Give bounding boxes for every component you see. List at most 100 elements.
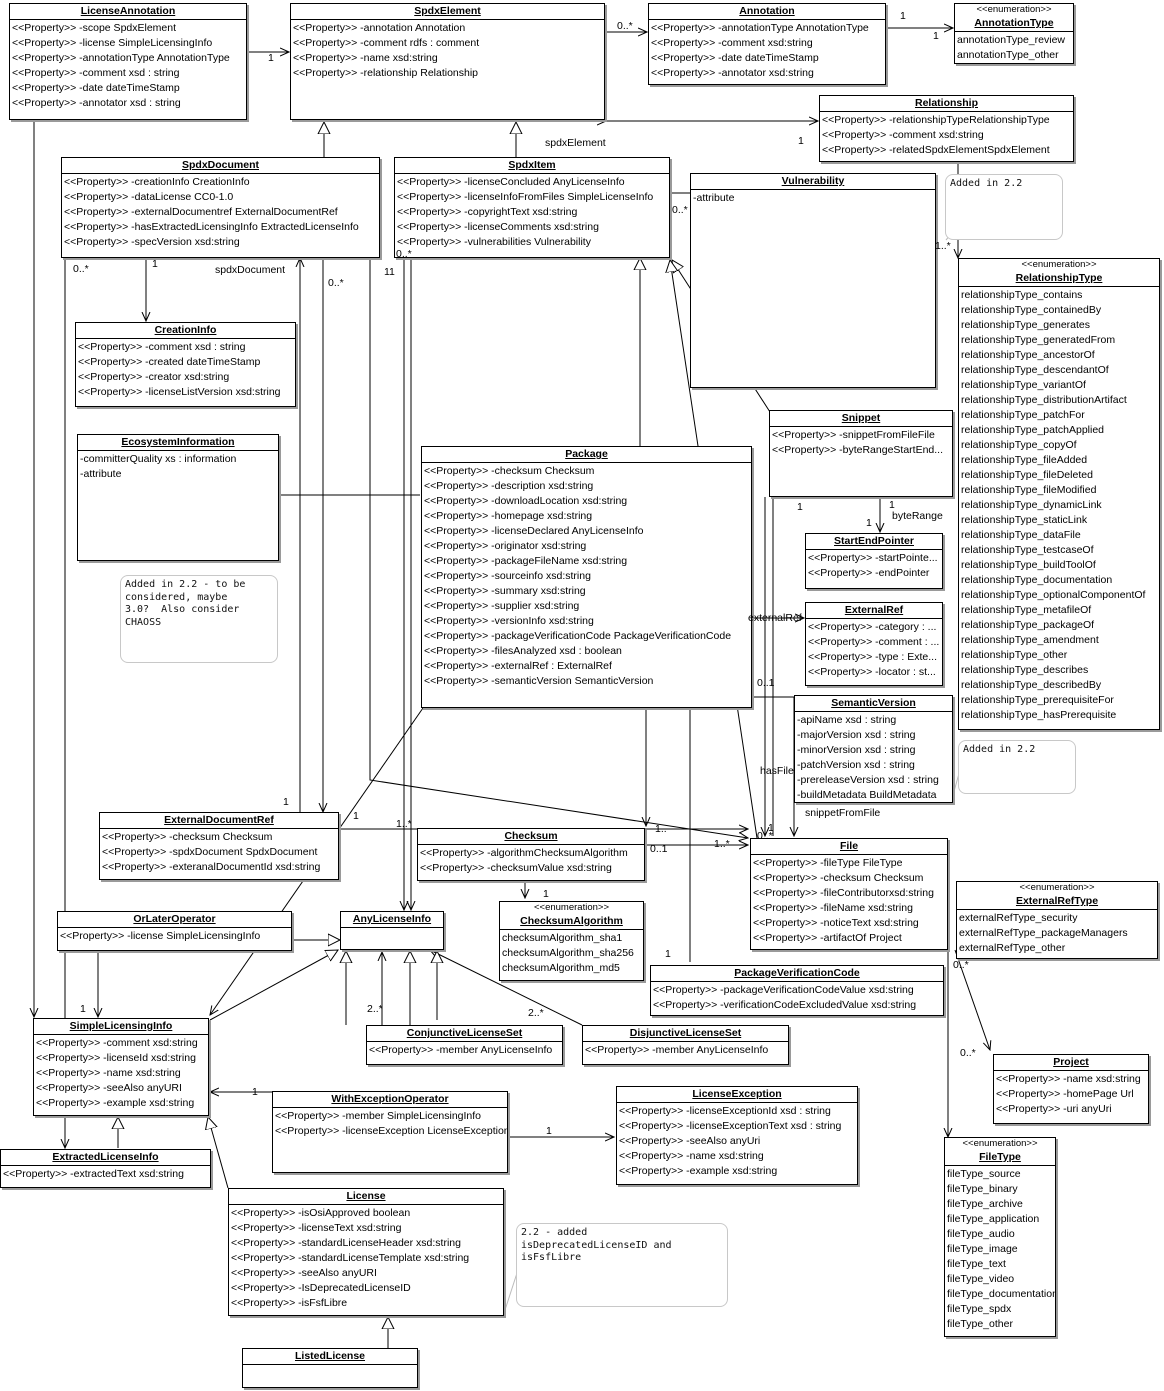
class-attribute: <<Property>> -licenseException LicenseEx… (275, 1125, 508, 1137)
class-external-document-ref[interactable]: ExternalDocumentRef <<Property>> -checks… (99, 812, 339, 880)
class-attribute: -committerQuality xs : information (80, 453, 237, 465)
class-name: SpdxElement (414, 5, 481, 17)
class-checksum-algorithm[interactable]: <<enumeration>>ChecksumAlgorithm checksu… (499, 901, 644, 981)
class-package[interactable]: Package <<Property>> -checksum Checksum<… (421, 446, 752, 708)
class-with-exception-operator[interactable]: WithExceptionOperator <<Property>> -memb… (272, 1091, 508, 1173)
class-checksum[interactable]: Checksum <<Property>> -algorithmChecksum… (417, 828, 645, 881)
class-snippet[interactable]: Snippet <<Property>> -snippetFromFileFil… (769, 410, 953, 497)
note-ecosystem-added: Added in 2.2 - to be considered, maybe 3… (120, 575, 278, 663)
class-attribute: <<Property>> -creationInfo CreationInfo (64, 176, 250, 188)
class-name: Vulnerability (781, 175, 845, 187)
class-vulnerability[interactable]: Vulnerability -attribute (690, 173, 936, 388)
class-name: ChecksumAlgorithm (520, 915, 623, 927)
role-label: spdxElement (545, 137, 606, 149)
class-attribute: <<Property>> -dataLicense CC0-1.0 (64, 191, 234, 203)
multiplicity-label: 1..* (714, 838, 730, 850)
class-creation-info[interactable]: CreationInfo <<Property>> -comment xsd :… (75, 322, 296, 407)
class-spdx-element[interactable]: SpdxElement <<Property>> -annotation Ann… (290, 3, 605, 120)
class-attribute: relationshipType_optionalComponentOf (961, 589, 1146, 601)
class-attribute: <<Property>> -exteranalDocumentId xsd:st… (102, 861, 321, 873)
class-package-verification-code[interactable]: PackageVerificationCode <<Property>> -pa… (650, 965, 944, 1016)
class-attribute: relationshipType_descendantOf (961, 364, 1109, 376)
class-extracted-license-info[interactable]: ExtractedLicenseInfo <<Property>> -extra… (0, 1149, 211, 1188)
class-attribute: -attribute (80, 468, 122, 480)
class-attribute: relationshipType_buildToolOf (961, 559, 1096, 571)
class-semantic-version[interactable]: SemanticVersion -apiName xsd : string-ma… (794, 695, 953, 803)
class-start-end-pointer[interactable]: StartEndPointer <<Property>> -startPoint… (805, 533, 943, 589)
class-attribute: fileType_spdx (947, 1303, 1012, 1315)
class-attribute: relationshipType_describes (961, 664, 1089, 676)
class-attribute: fileType_application (947, 1213, 1040, 1225)
class-attribute: <<Property>> -licenseText xsd:string (231, 1222, 402, 1234)
stereotype: <<enumeration>> (533, 902, 609, 913)
class-attribute: <<Property>> -member AnyLicenseInfo (585, 1044, 769, 1056)
class-attribute: -majorVersion xsd : string (797, 729, 916, 741)
class-attribute: fileType_text (947, 1258, 1006, 1270)
class-attribute: <<Property>> -name xsd:string (619, 1150, 764, 1162)
class-attribute: relationshipType_generatedFrom (961, 334, 1116, 346)
class-attribute: <<Property>> -description xsd:string (424, 480, 594, 492)
class-file[interactable]: File <<Property>> -fileType FileType<<Pr… (750, 838, 948, 950)
class-attribute: fileType_video (947, 1273, 1015, 1285)
class-name: ExternalDocumentRef (164, 814, 274, 826)
class-name: Snippet (841, 412, 881, 424)
class-attribute: fileType_image (947, 1243, 1018, 1255)
class-name: StartEndPointer (834, 535, 914, 547)
class-attribute: relationshipType_hasPrerequisite (961, 709, 1117, 721)
class-name: LicenseAnnotation (80, 5, 176, 17)
class-annotation[interactable]: Annotation <<Property>> -annotationType … (648, 3, 886, 85)
multiplicity-label: 1 (353, 810, 359, 822)
class-attribute: fileType_source (947, 1168, 1021, 1180)
class-external-ref[interactable]: ExternalRef <<Property>> -category : ...… (805, 602, 943, 686)
class-relationship[interactable]: Relationship <<Property>> -relationshipT… (819, 95, 1074, 162)
class-name: LicenseException (692, 1088, 782, 1100)
class-name: EcosystemInformation (121, 436, 235, 448)
class-attribute: <<Property>> -standardLicenseHeader xsd:… (231, 1237, 461, 1249)
multiplicity-label: 1 (665, 948, 671, 960)
class-name: ConjunctiveLicenseSet (406, 1027, 523, 1039)
multiplicity-label: 2..* (528, 1007, 544, 1019)
class-relationship-type[interactable]: <<enumeration>>RelationshipType relation… (958, 258, 1160, 730)
multiplicity-label: 1 (889, 499, 895, 511)
stereotype: <<enumeration>> (962, 1138, 1038, 1149)
class-attribute: <<Property>> -fileContributorxsd:string (753, 887, 934, 899)
class-name: SpdxItem (508, 159, 556, 171)
class-attribute: <<Property>> -type : Exte... (808, 651, 937, 663)
class-attribute: <<Property>> -comment rdfs : comment (293, 37, 480, 49)
class-or-later-operator[interactable]: OrLaterOperator <<Property>> -license Si… (57, 911, 292, 951)
class-ecosystem-information[interactable]: EcosystemInformation -committerQuality x… (77, 434, 279, 561)
class-external-ref-type[interactable]: <<enumeration>>ExternalRefType externalR… (956, 881, 1158, 959)
class-attribute: <<Property>> -endPointer (808, 567, 930, 579)
class-simple-licensing-info[interactable]: SimpleLicensingInfo <<Property>> -commen… (33, 1018, 209, 1116)
class-listed-license[interactable]: ListedLicense (242, 1348, 418, 1388)
class-spdx-item[interactable]: SpdxItem <<Property>> -licenseConcluded … (394, 157, 670, 258)
class-conjunctive-license-set[interactable]: ConjunctiveLicenseSet <<Property>> -memb… (366, 1025, 563, 1065)
class-attribute: <<Property>> -created dateTimeStamp (78, 356, 261, 368)
class-any-license-info[interactable]: AnyLicenseInfo (340, 911, 444, 950)
class-attribute: <<Property>> -vulnerabilities Vulnerabil… (397, 236, 591, 248)
class-attribute: <<Property>> -date dateTimeStamp (651, 52, 819, 64)
class-attribute: <<Property>> -specVersion xsd:string (64, 236, 240, 248)
class-license-exception[interactable]: LicenseException <<Property>> -licenseEx… (616, 1086, 858, 1185)
class-project[interactable]: Project <<Property>> -name xsd:string<<P… (993, 1054, 1149, 1124)
class-spdx-document[interactable]: SpdxDocument <<Property>> -creationInfo … (61, 157, 380, 258)
class-attribute: relationshipType_dynamicLink (961, 499, 1102, 511)
class-attribute: <<Property>> -summary xsd:string (424, 585, 586, 597)
class-attribute: <<Property>> -licenseExceptionText xsd :… (619, 1120, 842, 1132)
class-attribute: <<Property>> -comment xsd : string (78, 341, 246, 353)
class-attribute: relationshipType_patchFor (961, 409, 1085, 421)
class-annotation-type[interactable]: <<enumeration>>AnnotationType annotation… (954, 3, 1074, 64)
class-attribute: relationshipType_packageOf (961, 619, 1095, 631)
multiplicity-label: 1 (933, 30, 939, 42)
multiplicity-label: 0..* (960, 1047, 976, 1059)
class-attribute: <<Property>> -versionInfo xsd:string (424, 615, 594, 627)
class-name: AnnotationType (974, 17, 1054, 29)
class-attribute: <<Property>> -seeAlso anyUri (619, 1135, 761, 1147)
class-license-annotation[interactable]: LicenseAnnotation <<Property>> -scope Sp… (9, 3, 247, 120)
multiplicity-label: 1 (797, 501, 803, 513)
class-attribute: <<Property>> -algorithmChecksumAlgorithm (420, 847, 628, 859)
class-disjunctive-license-set[interactable]: DisjunctiveLicenseSet <<Property>> -memb… (582, 1025, 789, 1065)
class-license[interactable]: License <<Property>> -isOsiApproved bool… (228, 1188, 504, 1316)
multiplicity-label: 0..* (73, 263, 89, 275)
